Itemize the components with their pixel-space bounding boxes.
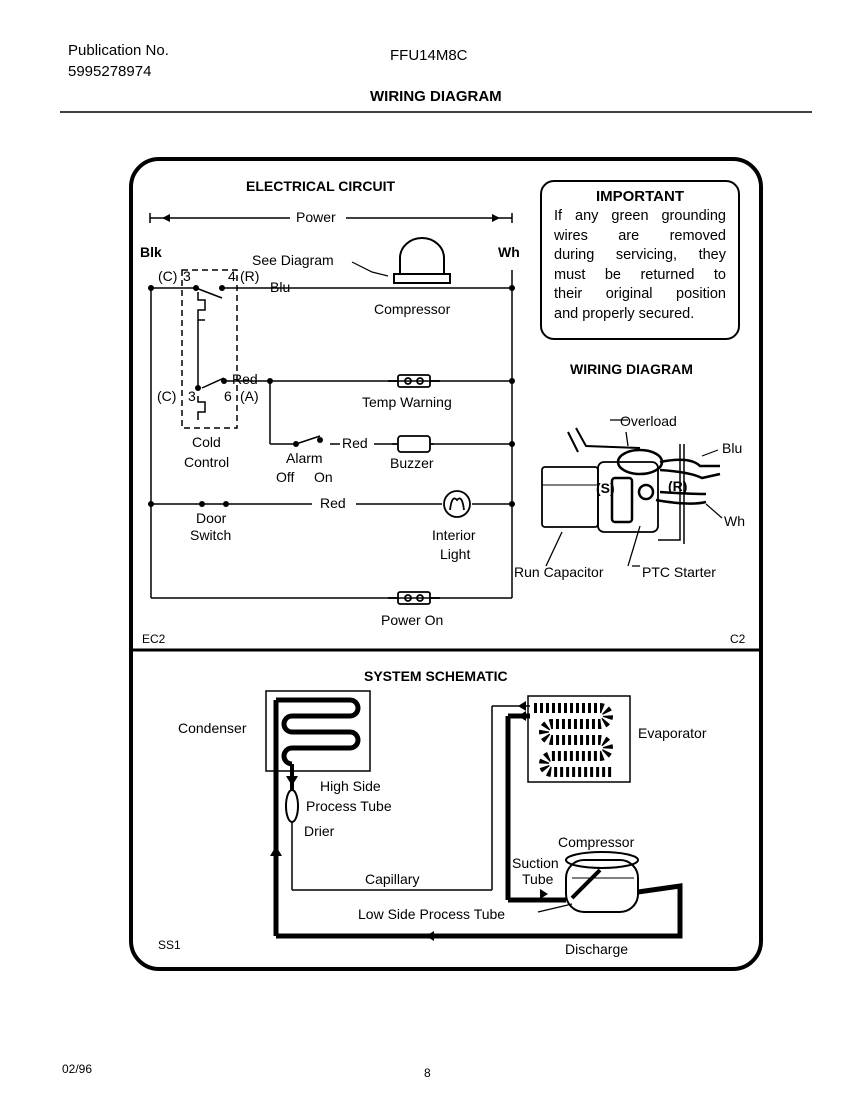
- high-side-label-2: Process Tube: [306, 798, 392, 814]
- alarm-off-label: Off: [276, 469, 295, 485]
- flow-arrow-up: [270, 846, 282, 856]
- capillary-label: Capillary: [365, 871, 420, 887]
- suction-tube-label-2: Tube: [522, 871, 554, 887]
- flow-arrow-left: [426, 931, 434, 941]
- schematic-compressor-label: Compressor: [558, 834, 635, 850]
- important-line: wires are removed: [554, 227, 726, 244]
- buzzer-icon: [392, 435, 434, 453]
- c-top-label: (C): [158, 268, 178, 284]
- red-label-3: Red: [320, 495, 346, 511]
- footer-date: 02/96: [62, 1062, 93, 1076]
- condenser-label: Condenser: [178, 720, 247, 736]
- important-line: If any green grounding: [554, 208, 726, 224]
- door-switch-label-1: Door: [196, 510, 227, 526]
- ec2-code: EC2: [142, 632, 166, 646]
- s-terminal-label: (S): [596, 480, 615, 496]
- power-label: Power: [296, 209, 336, 225]
- run-capacitor-label: Run Capacitor: [514, 564, 604, 580]
- wd-blu-label: Blu: [722, 440, 743, 456]
- blu-label: Blu: [270, 279, 291, 295]
- compressor-label: Compressor: [374, 301, 451, 317]
- a-label: (A): [240, 388, 259, 404]
- model-number: FFU14M8C: [390, 47, 468, 64]
- flow-arrow-right: [540, 889, 548, 899]
- important-line: and properly secured.: [554, 305, 695, 322]
- cold-control-label-2: Control: [184, 454, 230, 470]
- flow-arrow-down: [286, 776, 298, 786]
- drier-label: Drier: [304, 823, 335, 839]
- publication-number: 5995278974: [68, 63, 152, 80]
- cold-control-label-1: Cold: [192, 434, 221, 450]
- condenser-box: [265, 690, 371, 772]
- wh-label: Wh: [498, 244, 520, 260]
- alarm-on-label: On: [314, 469, 333, 485]
- important-title: IMPORTANT: [595, 188, 685, 205]
- r-terminal-label: (R): [668, 478, 688, 494]
- compressor-icon: [393, 237, 451, 289]
- evaporator-label: Evaporator: [638, 725, 707, 741]
- page-title: WIRING DIAGRAM: [370, 88, 502, 105]
- r-label: (R): [240, 268, 260, 284]
- suction-tube-label-1: Suction: [512, 855, 559, 871]
- door-switch-label-2: Switch: [190, 527, 232, 543]
- interior-light-label-2: Light: [440, 546, 471, 562]
- overload-label: Overload: [620, 413, 677, 429]
- important-line: must be returned to: [554, 266, 726, 283]
- cold-control-box: [181, 269, 238, 429]
- important-line: their original position: [554, 286, 726, 302]
- page-number: 8: [424, 1066, 431, 1080]
- outer-frame: [129, 157, 763, 971]
- red-label-2: Red: [342, 435, 368, 451]
- terminal-3-top: 3: [183, 268, 191, 284]
- red-label-1: Red: [232, 371, 258, 387]
- flow-arrow-left: [518, 711, 526, 721]
- terminal-3-bot: 3: [188, 388, 196, 404]
- temp-warning-lamp-icon: [388, 374, 440, 388]
- c2-code: C2: [730, 632, 746, 646]
- blk-label: Blk: [140, 244, 162, 260]
- power-on-lamp-icon: [388, 591, 440, 605]
- important-notice: IMPORTANT If any green grounding wires a…: [540, 180, 740, 340]
- publication-label: Publication No.: [68, 42, 169, 59]
- wiring-detail-title: WIRING DIAGRAM: [570, 361, 693, 377]
- temp-warning-label: Temp Warning: [362, 394, 452, 410]
- system-schematic-drawing: [265, 690, 683, 939]
- terminal-6: 6: [224, 388, 232, 404]
- buzzer-label: Buzzer: [390, 455, 434, 471]
- system-schematic-title: SYSTEM SCHEMATIC: [364, 668, 508, 684]
- low-side-process-tube-label: Low Side Process Tube: [358, 906, 506, 922]
- power-on-label: Power On: [381, 612, 444, 628]
- wiring-detail-drawing: [541, 419, 723, 567]
- see-diagram-label: See Diagram: [252, 252, 334, 268]
- electrical-circuit-title: ELECTRICAL CIRCUIT: [246, 178, 396, 194]
- important-line: during servicing, they: [554, 247, 726, 263]
- interior-light-icon: [443, 490, 471, 518]
- discharge-label: Discharge: [565, 941, 629, 957]
- interior-light-label-1: Interior: [432, 527, 476, 543]
- terminal-4: 4: [228, 268, 236, 284]
- flow-arrow-left: [518, 701, 526, 711]
- high-side-label-1: High Side: [320, 778, 381, 794]
- evaporator-box: [527, 695, 631, 783]
- ptc-starter-label: PTC Starter: [642, 564, 716, 580]
- alarm-label: Alarm: [286, 450, 323, 466]
- ss1-code: SS1: [158, 938, 181, 952]
- wd-wh-label: Wh: [724, 513, 745, 529]
- c-bot-label: (C): [157, 388, 177, 404]
